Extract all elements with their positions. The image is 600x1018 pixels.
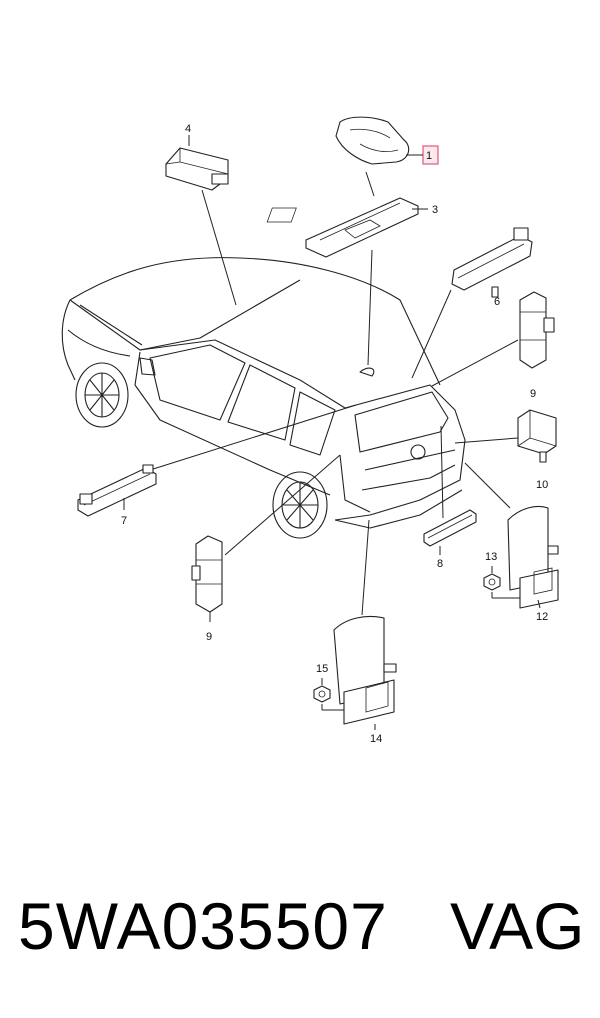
part-12-radar-unit[interactable]: 12 — [507, 505, 559, 624]
callout-14: 14 — [370, 733, 382, 745]
part-9-module-right[interactable]: 9 — [519, 291, 555, 400]
callout-12: 12 — [536, 611, 548, 623]
callout-13: 13 — [485, 551, 497, 563]
brand-label: VAG — [450, 889, 585, 963]
footer: 5WA035507 VAG — [0, 888, 600, 998]
callout-9-left: 9 — [206, 631, 212, 643]
part-7-sensor-strip[interactable]: 7 — [77, 464, 157, 527]
part-15-nut[interactable]: 15 — [313, 663, 344, 711]
part-9-module-left[interactable]: 9 — [191, 535, 223, 643]
callout-3: 3 — [432, 204, 438, 216]
part-number: 5WA035507 — [18, 889, 388, 963]
part-6-sensor-bar[interactable]: 6 — [451, 227, 533, 308]
leader-lines — [149, 171, 519, 616]
callout-6: 6 — [494, 296, 500, 308]
part-10-module[interactable]: 10 — [517, 409, 557, 491]
callout-1: 1 — [426, 150, 432, 162]
callout-7: 7 — [121, 515, 127, 527]
parts-diagram: 1 3 4 6 9 10 — [61, 116, 559, 746]
callout-4: 4 — [185, 123, 191, 135]
callout-10: 10 — [536, 479, 548, 491]
part-1-roof-antenna[interactable]: 1 — [335, 116, 439, 165]
callout-15: 15 — [316, 663, 328, 675]
part-14-radar-unit[interactable]: 14 — [333, 615, 397, 746]
part-8-sensor[interactable]: 8 — [423, 509, 477, 570]
part-3-antenna-base[interactable]: 3 — [266, 197, 438, 258]
callout-9-right: 9 — [530, 388, 536, 400]
part-4-control-module[interactable]: 4 — [165, 123, 229, 191]
callout-8: 8 — [437, 558, 443, 570]
part-13-nut[interactable]: 13 — [483, 551, 520, 599]
